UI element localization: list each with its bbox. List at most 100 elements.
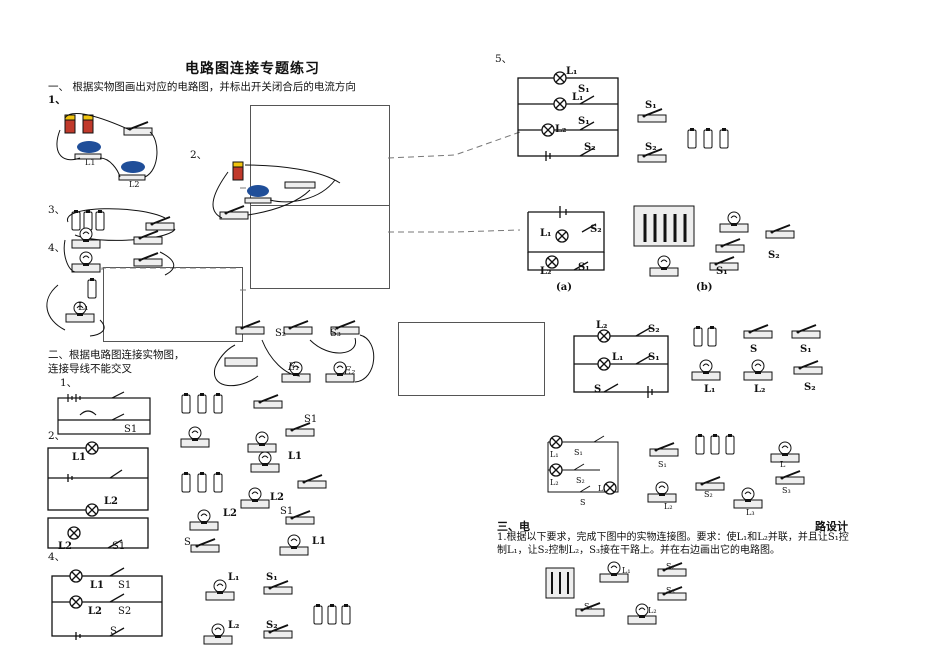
label-5-L2: L₂ bbox=[555, 124, 567, 135]
label-sec2-phys-S: S bbox=[184, 537, 191, 548]
label-m-L1: L₁ bbox=[612, 352, 624, 363]
section3-physical bbox=[545, 561, 687, 625]
label-item1-L2: L2 bbox=[129, 180, 140, 189]
label-lrp-L: L bbox=[780, 460, 786, 469]
label-sec2-phys-S1a: S1 bbox=[304, 414, 318, 425]
label-5-phys-S1: S₁ bbox=[645, 100, 657, 111]
sec2-item-1: 1、 bbox=[60, 377, 78, 389]
label-s3-S3: S₃ bbox=[666, 586, 675, 595]
section2-heading-line1: 二、根据电路图连接实物图， bbox=[48, 349, 185, 361]
label-mp-L1: L₁ bbox=[704, 384, 716, 395]
label-a: (a) bbox=[556, 282, 572, 293]
label-5-phys-S2: S₂ bbox=[645, 142, 657, 153]
label-m-L2: L₂ bbox=[596, 320, 608, 331]
label-lr-S2: S₂ bbox=[576, 476, 585, 485]
label-lr-S1: S₁ bbox=[574, 448, 583, 457]
section3-heading-left: 三、电 bbox=[497, 520, 530, 533]
label-m-S1: S₁ bbox=[648, 352, 660, 363]
label-a-L2: L₂ bbox=[540, 266, 552, 277]
label-5-S1b: S₁ bbox=[578, 116, 590, 127]
sec2-circuit3 bbox=[47, 517, 149, 549]
label-sec2-L1: L1 bbox=[72, 452, 86, 463]
label-lr-L1: L₁ bbox=[550, 450, 559, 459]
label-lrp-L2: L₂ bbox=[664, 502, 673, 511]
label-lrp-L3: L₃ bbox=[746, 508, 755, 517]
label-m-S: S bbox=[594, 384, 602, 395]
label-b-S2: S₂ bbox=[768, 250, 780, 261]
label-mp-L2: L₂ bbox=[754, 384, 766, 395]
label-sec2-phys-L1b: L1 bbox=[312, 536, 326, 547]
label-s3-S1: S₁ bbox=[584, 602, 593, 611]
page-title: 电路图连接专题练习 bbox=[185, 61, 320, 77]
sec2-circuit4 bbox=[51, 567, 163, 640]
item1-physical bbox=[56, 113, 158, 181]
label-sec2-c4-L1: L1 bbox=[90, 580, 104, 591]
answer-box-3[interactable] bbox=[103, 267, 243, 342]
label-lrp-S3: S₃ bbox=[782, 486, 791, 495]
mid-right-circuit bbox=[573, 327, 669, 398]
label-5-S2: S₂ bbox=[584, 142, 596, 153]
label-sec2-c4-L2: L2 bbox=[88, 606, 102, 617]
item5-circuit-a bbox=[527, 206, 605, 271]
item2-physical bbox=[212, 161, 341, 220]
label-mp-S: S bbox=[750, 344, 758, 355]
label-sec2-phys-L1: L1 bbox=[288, 451, 302, 462]
label-physical-S3: S₃ bbox=[330, 328, 341, 339]
sec1-item-4: 4、 bbox=[48, 242, 66, 254]
answer-box-5[interactable] bbox=[398, 322, 545, 396]
label-sec2-phys-S2c: S₂ bbox=[266, 620, 278, 631]
label-lr-S: S bbox=[580, 498, 586, 507]
label-s3-L2: L₂ bbox=[648, 606, 657, 615]
label-item4-L1: L₁ bbox=[78, 302, 89, 313]
label-5-L1: L₁ bbox=[566, 66, 578, 77]
sec2-circuit2 bbox=[47, 447, 149, 511]
section2-heading-line2: 连接导线不能交叉 bbox=[48, 363, 132, 375]
sec1-item-3: 3、 bbox=[48, 204, 66, 216]
sec1-item-5: 5、 bbox=[495, 53, 513, 65]
label-E2: E₂ bbox=[344, 366, 356, 377]
sec2-item-2: 2、 bbox=[48, 430, 66, 442]
sec2-circuit1 bbox=[57, 391, 151, 435]
lower-right-physical bbox=[647, 433, 805, 509]
label-mp-S2: S₂ bbox=[804, 382, 816, 393]
sec1-item-1: 1、 bbox=[48, 94, 66, 106]
label-a-S1: S₁ bbox=[578, 262, 590, 273]
section3-text-line2: 制L₁，让S₂控制L₂，S₃接在干路上。并在右边画出它的电路图。 bbox=[497, 545, 781, 556]
section1-heading: 一、 根据实物图画出对应的电路图，并标出开关闭合后的电流方向 bbox=[48, 81, 356, 93]
label-lrp-S2: S₂ bbox=[704, 490, 713, 499]
answer-box-2[interactable] bbox=[250, 205, 390, 289]
label-sec2-phys-L2c: L₂ bbox=[228, 620, 240, 631]
answer-box-1[interactable] bbox=[250, 105, 390, 207]
item4-physical bbox=[46, 227, 175, 337]
label-sec2-phys-S1c: S₁ bbox=[266, 572, 278, 583]
label-sec2-phys-L2: L2 bbox=[270, 492, 284, 503]
label-sec2-c3-L2: L2 bbox=[58, 541, 72, 552]
label-item1-L1: L1 bbox=[85, 158, 96, 167]
label-s3-S2: S₂ bbox=[666, 562, 675, 571]
section3-text-line1: 1.根据以下要求，完成下图中的实物连接图。要求：使L₁和L₂并联，并且让S₁控 bbox=[497, 532, 849, 543]
label-sec2-L2: L2 bbox=[104, 496, 118, 507]
label-sec2-phys-L1c: L₁ bbox=[228, 572, 240, 583]
item5-physical-b bbox=[633, 205, 795, 277]
label-sec2-S1: S1 bbox=[124, 424, 138, 435]
sec2-physical-parts bbox=[180, 392, 351, 645]
label-lrp-S1: S₁ bbox=[658, 460, 667, 469]
sec2-item-4: 4、 bbox=[48, 551, 66, 563]
label-sec2-c3-S1: S1 bbox=[112, 541, 126, 552]
label-b-S1: S₁ bbox=[716, 266, 728, 277]
label-mp-S1: S₁ bbox=[800, 344, 812, 355]
label-sec2-c4-S2: S2 bbox=[118, 606, 132, 617]
label-sec2-phys-S1b: S1 bbox=[280, 506, 294, 517]
label-a-S2: S₂ bbox=[590, 224, 602, 235]
sec1-item-2: 2、 bbox=[190, 149, 208, 161]
label-5-S1a: S₁ bbox=[578, 84, 590, 95]
item5-circuit-top bbox=[517, 77, 619, 161]
label-a-L1: L₁ bbox=[540, 228, 552, 239]
label-sec2-c4-S1: S1 bbox=[118, 580, 132, 591]
label-lr-L2: L₂ bbox=[550, 478, 559, 487]
label-E1: E₁ bbox=[288, 362, 300, 373]
section3-heading-right: 路设计 bbox=[815, 520, 848, 533]
label-b: (b) bbox=[696, 282, 713, 293]
label-physical-S2: S₂ bbox=[275, 328, 286, 339]
